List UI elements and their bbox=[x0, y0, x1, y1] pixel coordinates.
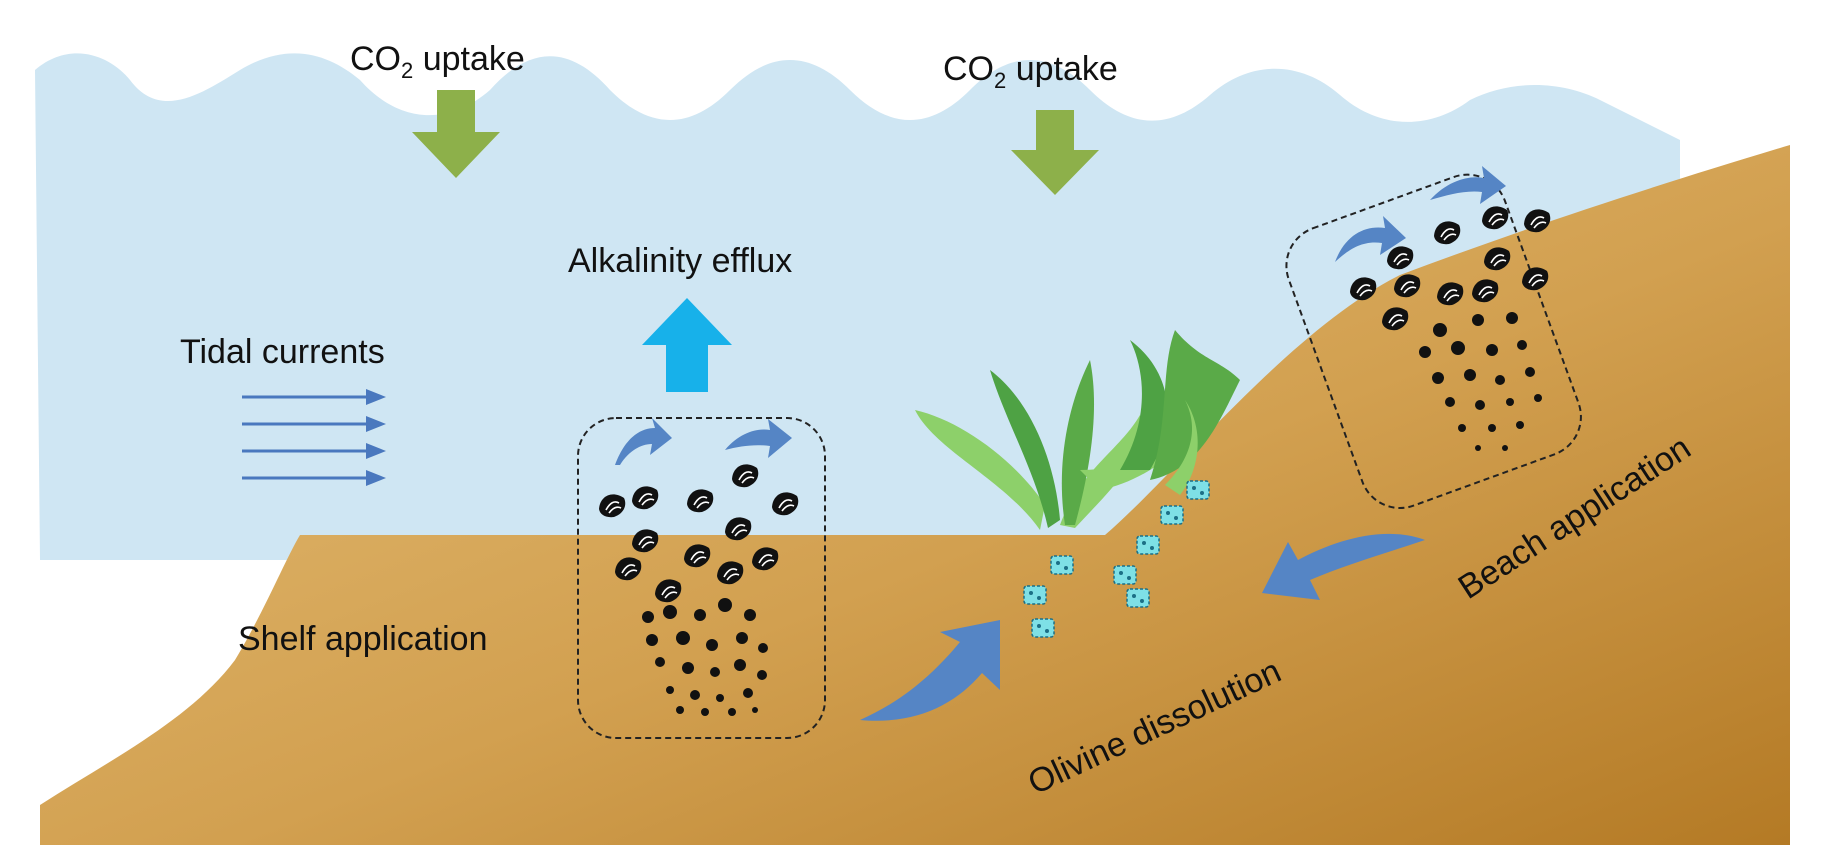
sediment-particles-shelf bbox=[598, 463, 800, 716]
co2-down-arrow bbox=[412, 90, 500, 178]
co2-uptake-label-right: CO2 uptake bbox=[943, 50, 1118, 93]
alkalinity-efflux-label: Alkalinity efflux bbox=[568, 242, 792, 280]
seagrass-icon bbox=[915, 330, 1240, 530]
alkalinity-up-arrow bbox=[642, 298, 732, 392]
curved-flow-arrow bbox=[1335, 216, 1406, 262]
co2-down-arrow bbox=[1011, 110, 1099, 195]
curved-flow-arrow bbox=[725, 419, 792, 458]
tidal-current-arrows bbox=[242, 389, 386, 486]
curved-flow-arrow bbox=[860, 620, 1000, 721]
beach-application-box bbox=[1285, 173, 1582, 509]
co2-uptake-label-left: CO2 uptake bbox=[350, 40, 525, 83]
curved-flow-arrow bbox=[1430, 166, 1506, 204]
curved-flow-arrow bbox=[615, 418, 672, 465]
seabed-sand bbox=[40, 145, 1790, 845]
olivine-grain-icon bbox=[1023, 585, 1047, 605]
curved-flow-arrow bbox=[1262, 533, 1425, 600]
sediment-particles-beach bbox=[1349, 205, 1552, 451]
shelf-application-label: Shelf application bbox=[238, 620, 488, 658]
shelf-application-box bbox=[577, 417, 826, 739]
tidal-currents-label: Tidal currents bbox=[180, 333, 385, 371]
beach-application-box-group bbox=[1285, 173, 1582, 509]
